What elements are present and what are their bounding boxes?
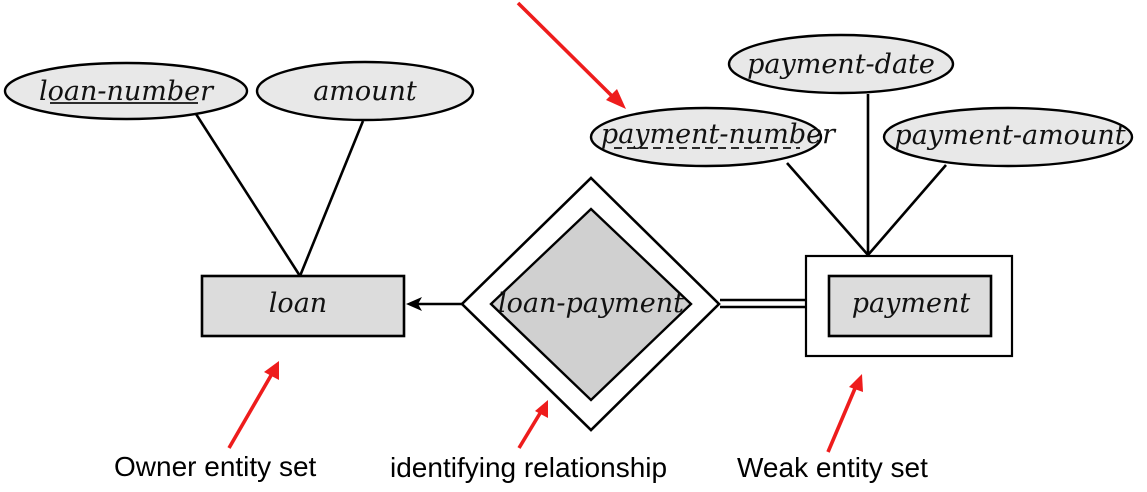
attribute-amount[interactable]: amount bbox=[255, 60, 475, 122]
annotation-arrow-identifying bbox=[517, 400, 548, 449]
attribute-loan-number-label: loan-number bbox=[39, 76, 215, 107]
connector-payment-number bbox=[786, 162, 869, 256]
entity-payment[interactable]: payment bbox=[804, 254, 1014, 358]
entity-loan-label: loan bbox=[269, 288, 327, 319]
relationship-loan-payment[interactable]: loan-payment bbox=[460, 176, 721, 432]
arrowhead-icon bbox=[406, 297, 422, 311]
annotation-arrow-owner bbox=[227, 361, 279, 449]
annotation-arrow-weak bbox=[826, 374, 863, 453]
attribute-payment-date-label: payment-date bbox=[747, 49, 935, 80]
annotation-arrow-discriminator bbox=[516, 1, 626, 109]
attribute-loan-number[interactable]: loan-number bbox=[3, 61, 249, 121]
annotation-owner-entity-set: Owner entity set bbox=[114, 451, 317, 482]
attribute-payment-number-label: payment-number bbox=[601, 119, 837, 150]
attribute-amount-label: amount bbox=[313, 76, 417, 107]
connector-payment-amount bbox=[867, 164, 947, 256]
entity-payment-label: payment bbox=[852, 288, 971, 319]
attribute-payment-number[interactable]: payment-number bbox=[589, 106, 837, 168]
attribute-payment-amount-label: payment-amount bbox=[894, 120, 1125, 151]
entity-loan[interactable]: loan bbox=[200, 274, 406, 338]
relationship-loan-payment-label: loan-payment bbox=[498, 288, 684, 319]
annotation-weak-entity-set: Weak entity set bbox=[737, 452, 928, 483]
attribute-payment-amount[interactable]: payment-amount bbox=[882, 106, 1134, 168]
connector-amount bbox=[298, 120, 365, 277]
connector-loan-number bbox=[194, 113, 302, 277]
annotation-identifying-relationship: identifying relationship bbox=[390, 452, 667, 483]
attribute-payment-date[interactable]: payment-date bbox=[727, 33, 955, 95]
